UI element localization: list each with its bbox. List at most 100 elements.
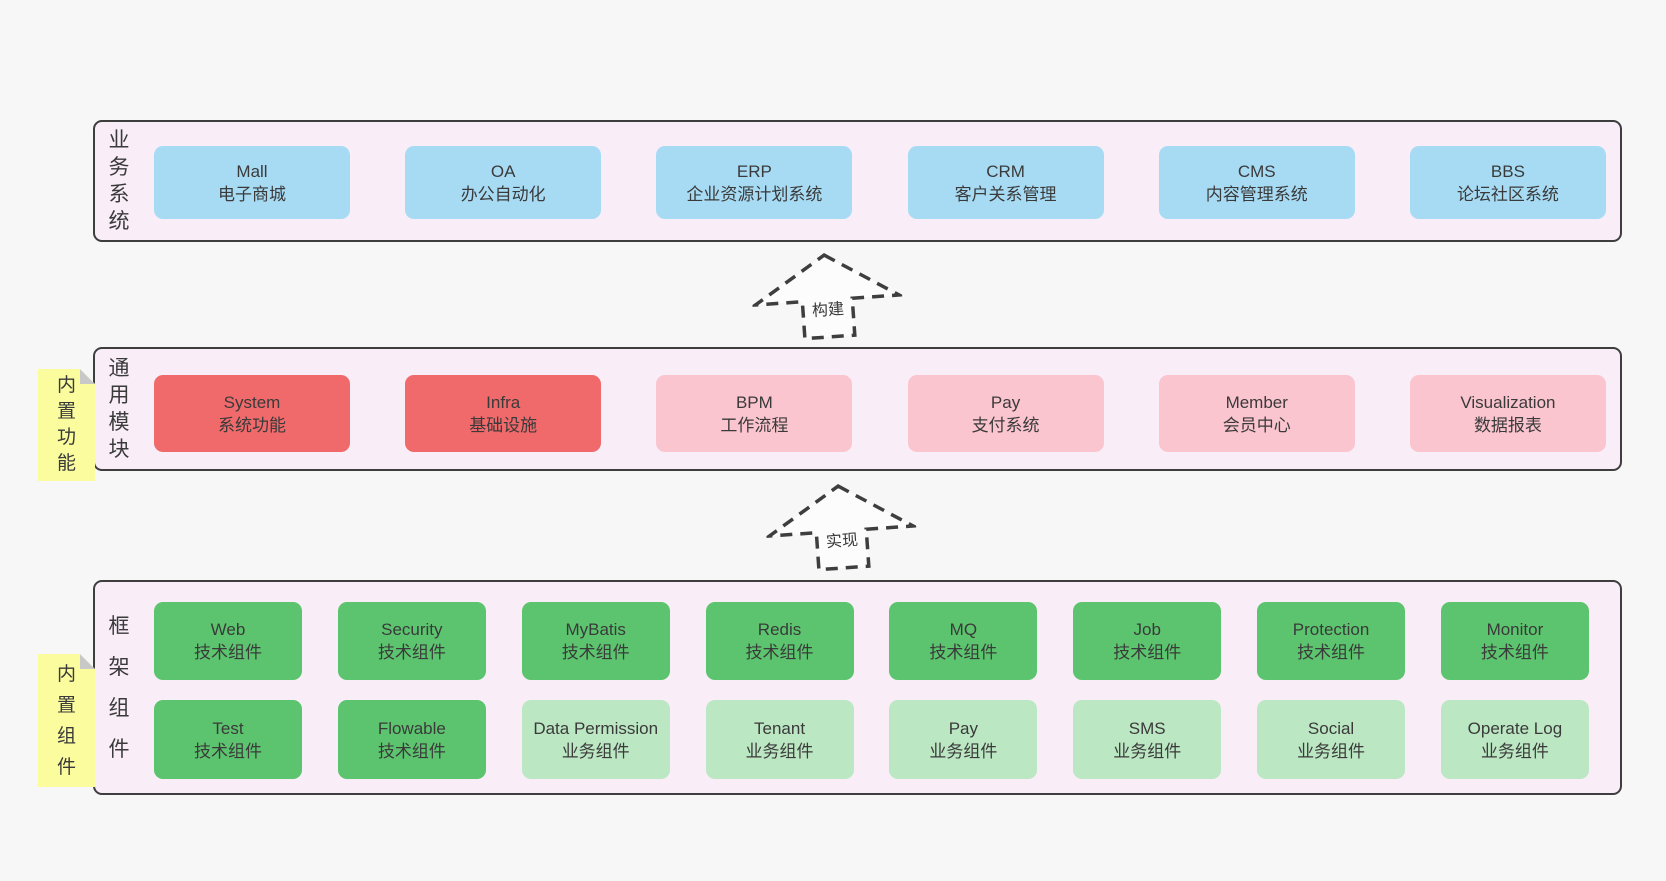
box-title: Monitor [1486,620,1544,639]
box-flowable: Flowable 技术组件 [337,700,486,779]
box-data-permission: Data Permission 业务组件 [521,700,670,779]
build-arrow: 构建 [749,247,905,345]
box-subtitle: 论坛社区系统 [1456,184,1559,204]
layer-label-text: 业务系统 [108,129,130,233]
box-subtitle: 技术组件 [194,643,262,662]
box-title: Mall [236,161,268,181]
box-subtitle: 基础设施 [469,415,538,435]
box-subtitle: 技术组件 [745,643,814,662]
layer-label-text: 框架组件 [108,614,130,761]
box-subtitle: 支付系统 [971,415,1040,435]
box-subtitle: 业务组件 [745,741,814,761]
layer-business-systems: 业务系统 Mall 电子商城 OA 办公自动化 ERP 企业资源计划系统 CRM… [93,120,1622,242]
box-subtitle: 业务组件 [561,741,630,761]
builtin-components-note: 内置组件 [38,654,95,787]
box-member: Member 会员中心 [1158,375,1355,452]
box-tenant: Tenant 业务组件 [705,700,854,779]
box-mall: Mall 电子商城 [154,146,350,219]
box-title: Pay [990,392,1021,412]
box-subtitle: 电子商城 [218,184,286,204]
box-mq: MQ 技术组件 [889,602,1038,680]
box-infra: Infra 基础设施 [405,375,602,452]
box-title: Web [210,620,246,639]
box-title: Operate Log [1467,718,1563,738]
box-title: Data Permission [533,718,659,738]
implement-arrow-label: 实现 [822,525,862,553]
note-text: 内置组件 [56,663,76,778]
layer-business-systems-label: 业务系统 [95,122,143,240]
box-bbs: BBS 论坛社区系统 [1409,146,1606,219]
layer-label-text: 通用模块 [108,357,130,461]
box-test: Test 技术组件 [154,700,302,779]
box-crm: CRM 客户关系管理 [907,146,1104,219]
box-title: Redis [757,620,802,639]
box-subtitle: 技术组件 [1113,643,1182,662]
box-title: MQ [949,620,978,639]
box-bpm: BPM 工作流程 [656,375,853,452]
box-mybatis: MyBatis 技术组件 [521,602,670,680]
box-subtitle: 系统功能 [218,415,286,435]
box-subtitle: 技术组件 [1480,643,1549,662]
box-subtitle: 技术组件 [377,741,446,761]
box-operate-log: Operate Log 业务组件 [1440,700,1589,779]
layer-common-modules: 通用模块 System 系统功能 Infra 基础设施 BPM 工作流程 Pay… [93,347,1622,471]
box-title: Test [212,718,244,738]
box-subtitle: 客户关系管理 [954,184,1057,204]
box-title: BPM [735,392,773,412]
box-title: Infra [486,392,521,412]
box-subtitle: 业务组件 [929,741,998,761]
box-erp: ERP 企业资源计划系统 [656,146,853,219]
box-job: Job 技术组件 [1073,602,1222,680]
box-subtitle: 业务组件 [1113,741,1182,761]
box-subtitle: 业务组件 [1480,741,1549,761]
box-title: MyBatis [565,620,626,639]
business-box-row: Mall 电子商城 OA 办公自动化 ERP 企业资源计划系统 CRM 客户关系… [154,146,1606,219]
box-security: Security 技术组件 [337,602,486,680]
box-subtitle: 技术组件 [1297,643,1366,662]
box-subtitle: 工作流程 [720,415,789,435]
box-title: BBS [1490,161,1525,181]
box-pay-module: Pay 支付系统 [907,375,1104,452]
box-subtitle: 企业资源计划系统 [686,184,823,204]
box-subtitle: 会员中心 [1222,415,1291,435]
box-title: Security [381,620,443,639]
box-title: Protection [1292,620,1370,639]
components-row-2: Test 技术组件 Flowable 技术组件 Data Permission … [154,700,1589,779]
box-subtitle: 技术组件 [377,643,446,662]
box-title: ERP [736,161,772,181]
box-monitor: Monitor 技术组件 [1440,602,1589,680]
box-cms: CMS 内容管理系统 [1158,146,1355,219]
implement-arrow: 实现 [763,478,919,576]
box-title: System [223,392,281,412]
builtin-features-note: 内置功能 [38,369,95,481]
box-subtitle: 技术组件 [194,741,262,761]
layer-common-modules-label: 通用模块 [95,349,143,469]
box-title: Job [1133,620,1161,639]
box-title: Pay [948,718,979,738]
box-pay-component: Pay 业务组件 [889,700,1038,779]
box-oa: OA 办公自动化 [405,146,602,219]
box-title: Flowable [377,718,446,738]
layer-framework-components: 框架组件 Web 技术组件 Security 技术组件 MyBatis 技术组件… [93,580,1622,795]
box-subtitle: 业务组件 [1297,741,1366,761]
note-text: 内置功能 [56,375,76,474]
box-title: OA [490,161,516,181]
box-social: Social 业务组件 [1257,700,1406,779]
box-system: System 系统功能 [154,375,350,452]
box-title: Social [1307,718,1355,738]
box-title: Tenant [754,718,806,738]
box-subtitle: 技术组件 [561,643,630,662]
box-redis: Redis 技术组件 [705,602,854,680]
box-title: CMS [1237,161,1276,181]
box-subtitle: 技术组件 [929,643,998,662]
box-title: SMS [1128,718,1166,738]
box-title: Member [1225,392,1288,412]
build-arrow-label: 构建 [808,294,848,322]
box-subtitle: 办公自动化 [460,184,546,204]
box-title: Visualization [1460,392,1556,412]
box-visualization: Visualization 数据报表 [1409,375,1606,452]
box-subtitle: 内容管理系统 [1205,184,1308,204]
layer-framework-components-label: 框架组件 [95,582,143,793]
box-subtitle: 数据报表 [1473,415,1542,435]
